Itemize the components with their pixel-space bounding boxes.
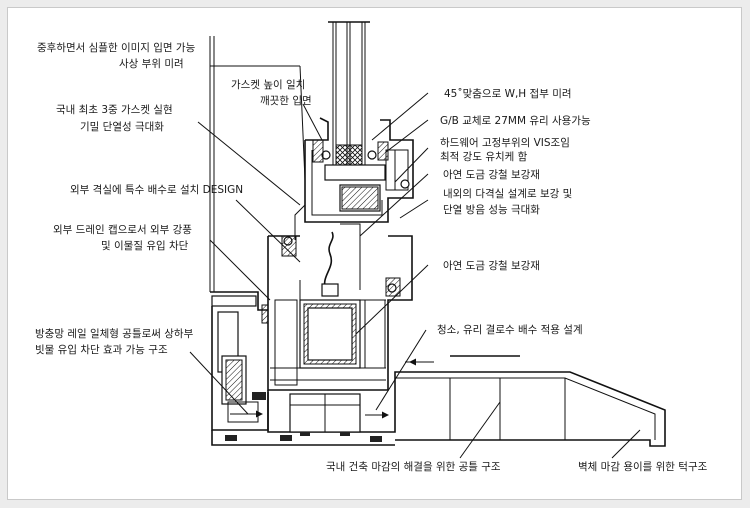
- center-gasket: [323, 231, 334, 291]
- screen-rail: [211, 306, 269, 431]
- annotation-multi-chamber-2: 단열 방음 성능 극대화: [443, 204, 540, 216]
- glazing-gasket-inner: [367, 150, 377, 160]
- annotation-vis-screw-2: 최적 강도 유치케 함: [440, 151, 528, 163]
- annotation-drain-cap-1: 외부 드레인 캡으로서 외부 강풍: [53, 224, 192, 236]
- annotation-vis-screw-1: 하드웨어 고정부위의 VIS조임: [440, 136, 570, 149]
- annotation-multi-chamber-1: 내외의 다격실 설계로 보강 및: [443, 187, 572, 200]
- annotation-drain-channel: 외부 격실에 특수 배수로 설치 DESIGN: [70, 183, 243, 196]
- sash-profile: [294, 117, 414, 240]
- annotation-condensation-drain: 청소, 유리 결로수 배수 적용 설계: [437, 324, 583, 336]
- glass-pane: [328, 21, 370, 168]
- sub-frame: [211, 355, 666, 447]
- frame-profile: [267, 223, 413, 391]
- diagram-frame: [7, 7, 742, 500]
- leader-lines: [189, 65, 641, 459]
- glass-spacer: [335, 144, 363, 166]
- annotation-45-degree: 45˚맞춤으로 W,H 접부 미려: [444, 88, 572, 100]
- annotation-glass-27mm: G/B 교체로 27MM 유리 사용가능: [440, 115, 591, 127]
- annotation-screen-rail-1: 방충망 레일 일체형 공틀로써 상하부: [35, 327, 194, 340]
- annotation-triple-gasket-2: 기밀 단열성 극대화: [80, 121, 164, 133]
- drain-cap: [211, 295, 257, 307]
- annotation-slim-appearance-1: 중후하면서 심플한 이미지 입면 가능: [37, 41, 196, 54]
- annotation-wall-step-structure: 벽체 마감 용이를 위한 턱구조: [578, 460, 708, 473]
- annotation-gasket-height-2: 깨끗한 입면: [260, 94, 312, 107]
- annotation-gasket-height-1: 가스켓 높이 일치: [231, 78, 305, 91]
- annotation-steel-reinforcement-lower: 아연 도금 강철 보강재: [443, 260, 540, 272]
- annotation-screen-rail-2: 빗물 유입 차단 효과 가능 구조: [35, 343, 168, 356]
- outer-wall: [209, 36, 269, 324]
- annotation-triple-gasket-1: 국내 최초 3중 가스켓 실현: [56, 104, 173, 116]
- annotation-drain-cap-2: 및 이물질 유입 차단: [101, 239, 189, 252]
- steel-reinforcement-upper: [341, 186, 379, 210]
- annotation-slim-appearance-2: 사상 부위 미려: [119, 57, 184, 70]
- annotation-sub-frame-structure: 국내 건축 마감의 해결을 위한 공틀 구조: [326, 460, 501, 473]
- annotation-steel-reinforcement-upper: 아연 도금 강철 보강재: [443, 169, 540, 181]
